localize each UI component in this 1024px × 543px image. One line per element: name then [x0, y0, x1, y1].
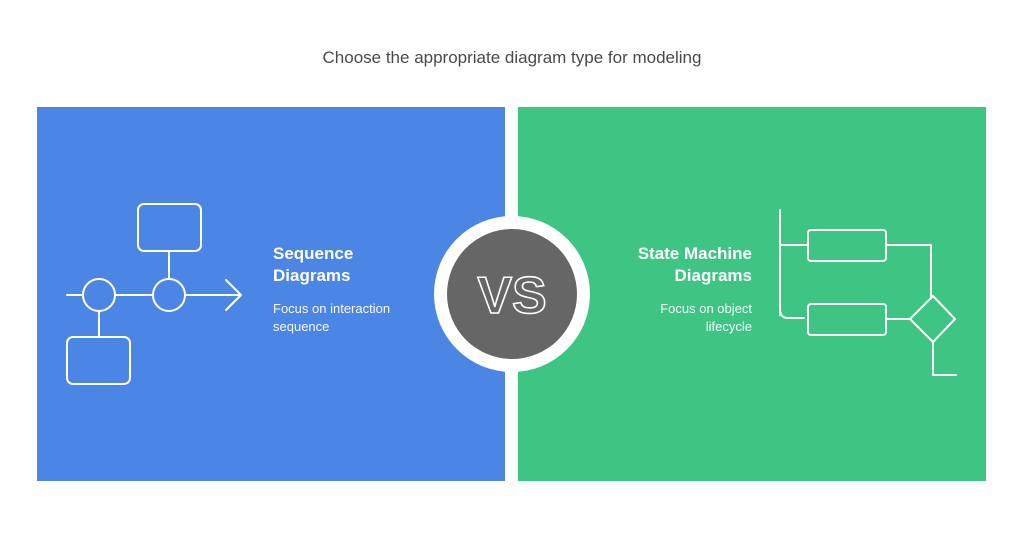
- description-line: sequence: [273, 319, 330, 334]
- state-machine-diagram-icon: [779, 209, 957, 376]
- sequence-diagrams-heading: Sequence Diagrams: [273, 243, 433, 287]
- heading-line: Diagrams: [273, 266, 351, 285]
- description-line: Focus on object: [660, 301, 752, 316]
- heading-line: Diagrams: [674, 266, 752, 285]
- sequence-diagrams-description: Focus on interaction sequence: [273, 300, 433, 336]
- sequence-diagram-icon: [66, 203, 242, 385]
- state-machine-diagrams-heading: State Machine Diagrams: [572, 243, 752, 287]
- description-line: Focus on interaction: [273, 301, 391, 316]
- state-machine-diagrams-panel: State Machine Diagrams Focus on object l…: [518, 107, 986, 481]
- state-machine-diagrams-description: Focus on object lifecycle: [572, 300, 752, 336]
- sequence-diagrams-panel: Sequence Diagrams Focus on interaction s…: [37, 107, 505, 481]
- vs-label: VS: [477, 266, 548, 326]
- svg-text:VS: VS: [477, 267, 546, 325]
- heading-line: Sequence: [273, 244, 354, 263]
- page-title: Choose the appropriate diagram type for …: [322, 48, 702, 67]
- vs-badge: VS: [434, 216, 590, 372]
- heading-line: State Machine: [637, 244, 752, 263]
- description-line: lifecycle: [705, 319, 752, 334]
- vs-circle: VS: [447, 229, 577, 359]
